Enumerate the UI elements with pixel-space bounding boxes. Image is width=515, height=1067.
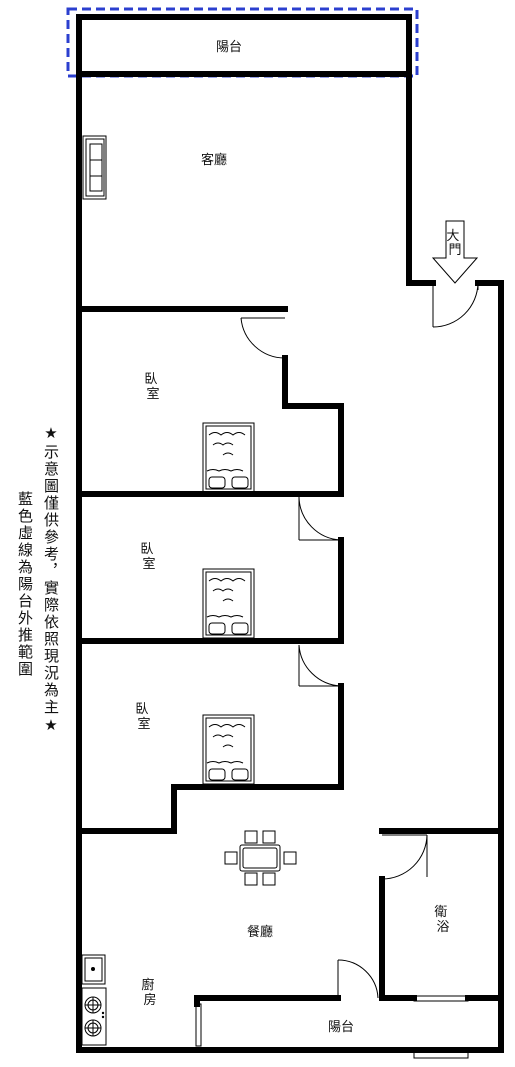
walls — [76, 14, 504, 1053]
doors — [240, 282, 479, 999]
entrance-door — [432, 282, 479, 328]
stove-icon — [81, 987, 107, 1046]
room-label-balcony-top: 陽台 — [216, 40, 242, 55]
room-label-balcony-bottom: 陽台 — [328, 1020, 354, 1035]
bed-icon — [202, 422, 255, 493]
bathroom-door — [381, 834, 428, 880]
room-label-bedroom-3: 臥 室 — [135, 702, 152, 732]
bedroom-2-door — [298, 496, 342, 541]
room-label-kitchen: 廚 房 — [141, 977, 158, 1008]
entrance-arrow-icon — [431, 220, 479, 284]
bedroom-1-door — [240, 317, 286, 359]
sink-icon — [81, 954, 106, 985]
room-label-dining-room: 餐廳 — [247, 924, 273, 940]
windows — [195, 995, 469, 1059]
entrance-label: 大 門 — [446, 229, 463, 258]
balcony-extension-note: 藍色虛線為陽台外推範圍 — [16, 491, 34, 678]
room-label-bedroom-1: 臥 室 — [144, 372, 161, 402]
balcony-door — [337, 959, 379, 999]
disclaimer-note: ★示意圖僅供參考，實際依照現況為主★ — [42, 424, 60, 736]
room-label-bathroom: 衛 浴 — [434, 905, 451, 935]
room-label-living-room: 客廳 — [201, 152, 227, 168]
bed-icon — [202, 568, 255, 639]
bed-icon — [202, 714, 255, 785]
sofa-icon — [82, 135, 107, 200]
room-label-bedroom-2: 臥 室 — [140, 542, 157, 572]
dining-table-icon — [224, 830, 297, 886]
bedroom-3-door — [298, 644, 342, 687]
